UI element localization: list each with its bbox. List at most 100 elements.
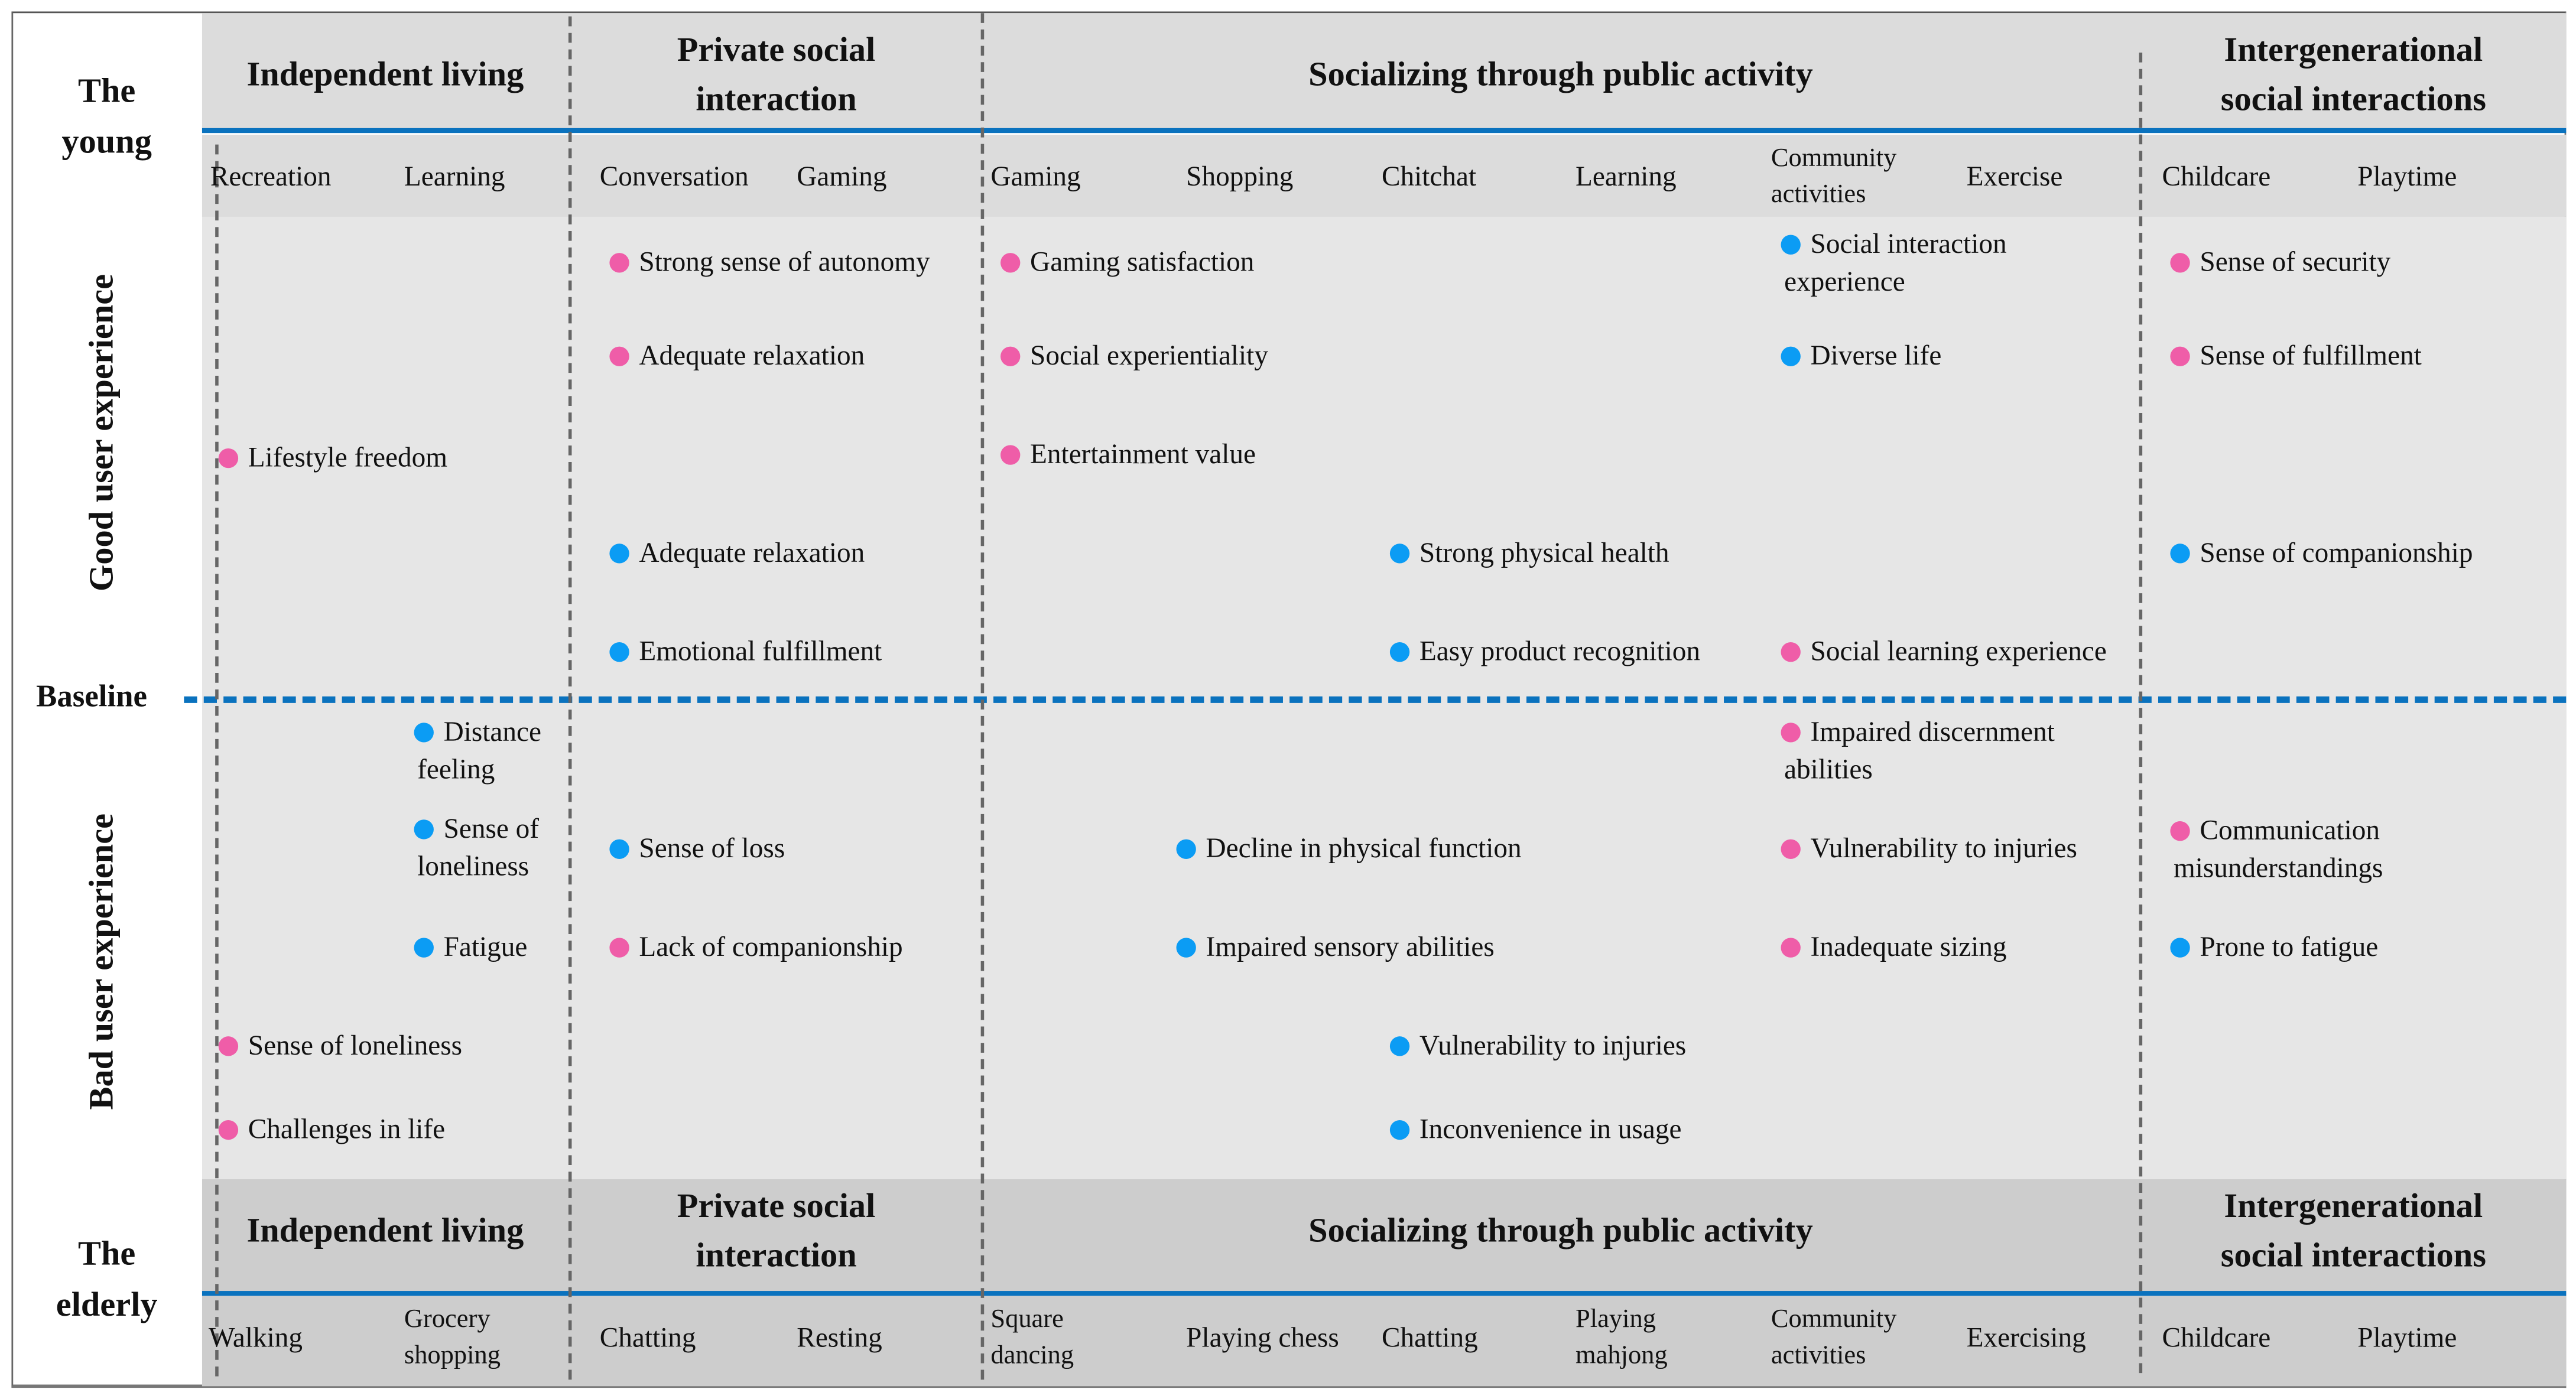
elderly-activity-walking: Walking: [209, 1322, 303, 1354]
bad-item: Sense of loss: [609, 829, 785, 867]
good-experience-label: Good user experience: [81, 274, 121, 592]
pink-dot-icon: [1000, 445, 1021, 465]
blue-dot-icon: [2170, 938, 2190, 958]
elderly-activity-square-dancing: Square dancing: [990, 1306, 1074, 1370]
blue-dot-icon: [609, 642, 629, 662]
good-item: Easy product recognition: [1389, 632, 1700, 670]
pink-dot-icon: [609, 938, 629, 958]
elderly-activity-band: [202, 1296, 2567, 1387]
young-activity-shopping: Shopping: [1186, 161, 1294, 193]
young-activity-learning: Learning: [404, 161, 505, 193]
pink-dot-icon: [1000, 346, 1021, 366]
blue-dot-icon: [414, 723, 434, 743]
blue-dot-icon: [414, 938, 434, 958]
baseline-dashed-line: [184, 696, 2567, 703]
elderly-activity-chatting-public: Chatting: [1381, 1322, 1478, 1354]
pink-dot-icon: [2170, 253, 2190, 273]
blue-dot-icon: [1176, 938, 1196, 958]
pink-dot-icon: [1000, 253, 1021, 273]
young-category-band: [202, 13, 2567, 132]
blue-dot-icon: [2170, 544, 2190, 564]
separator-recreation: [215, 144, 219, 1377]
bad-item: Decline in physical function: [1176, 829, 1522, 867]
young-activity-gaming-public: Gaming: [990, 161, 1081, 193]
young-category-independent-living: Independent living: [246, 54, 524, 94]
elderly-divider-line: [202, 1291, 2567, 1296]
good-item: Sense of companionship: [2170, 534, 2473, 572]
baseline-label: Baseline: [36, 679, 147, 715]
young-category-intergenerational: Intergenerational social interactions: [2220, 30, 2486, 119]
young-activity-chitchat: Chitchat: [1381, 161, 1477, 193]
young-activity-recreation: Recreation: [210, 161, 332, 193]
good-item: Sense of security: [2170, 243, 2390, 281]
good-item: Social experientiality: [1000, 337, 1268, 375]
young-activity-conversation: Conversation: [599, 161, 749, 193]
young-activity-gaming: Gaming: [797, 161, 887, 193]
good-item: Strong physical health: [1389, 534, 1669, 572]
good-item: Adequate relaxation: [609, 534, 865, 572]
pink-dot-icon: [1781, 938, 1801, 958]
young-category-private-social: Private social interaction: [677, 30, 876, 119]
good-item: Adequate relaxation: [609, 337, 865, 375]
pink-dot-icon: [218, 448, 239, 468]
pink-dot-icon: [2170, 821, 2190, 841]
good-item: Diverse life: [1781, 337, 1941, 375]
blue-dot-icon: [1389, 1036, 1410, 1056]
pink-dot-icon: [1781, 723, 1801, 743]
separator-private-public: [980, 13, 985, 1380]
elderly-activity-playtime: Playtime: [2357, 1322, 2457, 1354]
young-activity-learning-public: Learning: [1576, 161, 1677, 193]
elderly-activity-resting: Resting: [797, 1322, 882, 1354]
blue-dot-icon: [1781, 346, 1801, 366]
blue-dot-icon: [609, 544, 629, 564]
pink-dot-icon: [1781, 642, 1801, 662]
blue-dot-icon: [1389, 642, 1410, 662]
blue-dot-icon: [609, 839, 629, 859]
good-item: Gaming satisfaction: [1000, 243, 1254, 281]
bad-item: Sense of loneliness: [218, 1027, 462, 1065]
blue-dot-icon: [1389, 544, 1410, 564]
elderly-activity-childcare: Childcare: [2162, 1322, 2271, 1354]
good-item: Lifestyle freedom: [218, 438, 447, 476]
elderly-label: The elderly: [56, 1233, 158, 1324]
elderly-category-private-social: Private social interaction: [677, 1186, 876, 1275]
elderly-activity-community: Community activities: [1771, 1306, 1897, 1370]
bad-item: Prone to fatigue: [2170, 928, 2378, 966]
good-item: Emotional fulfillment: [609, 632, 882, 670]
young-activity-community: Community activities: [1771, 144, 1897, 209]
young-activity-band: [202, 134, 2567, 217]
elderly-activity-exercising: Exercising: [1966, 1322, 2086, 1354]
pink-dot-icon: [609, 253, 629, 273]
elderly-category-public-activity: Socializing through public activity: [1308, 1210, 1813, 1250]
bad-item: Challenges in life: [218, 1110, 445, 1148]
pink-dot-icon: [218, 1120, 239, 1140]
pink-dot-icon: [218, 1036, 239, 1056]
bad-item: Impaired sensory abilities: [1176, 928, 1495, 966]
blue-dot-icon: [1389, 1120, 1410, 1140]
bad-item: Lack of companionship: [609, 928, 903, 966]
good-item: Entertainment value: [1000, 435, 1256, 473]
young-activity-childcare: Childcare: [2162, 161, 2271, 193]
bad-item: Vulnerability to injuries: [1781, 829, 2077, 867]
bad-item: Fatigue: [414, 928, 527, 966]
elderly-activity-chatting: Chatting: [599, 1322, 696, 1354]
young-category-public-activity: Socializing through public activity: [1308, 54, 1813, 94]
elderly-category-intergenerational: Intergenerational social interactions: [2220, 1186, 2486, 1275]
young-activity-playtime: Playtime: [2357, 161, 2457, 193]
good-item: Social learning experience: [1781, 632, 2107, 670]
bad-experience-label: Bad user experience: [81, 813, 121, 1110]
pink-dot-icon: [609, 346, 629, 366]
young-activity-exercise: Exercise: [1966, 161, 2063, 193]
elderly-category-independent-living: Independent living: [246, 1210, 524, 1250]
separator-independent-private: [568, 16, 572, 1380]
pink-dot-icon: [1781, 839, 1801, 859]
blue-dot-icon: [1176, 839, 1196, 859]
bad-item: Vulnerability to injuries: [1389, 1027, 1686, 1065]
elderly-activity-grocery-shopping: Grocery shopping: [404, 1306, 501, 1370]
elderly-category-band: [202, 1179, 2567, 1293]
